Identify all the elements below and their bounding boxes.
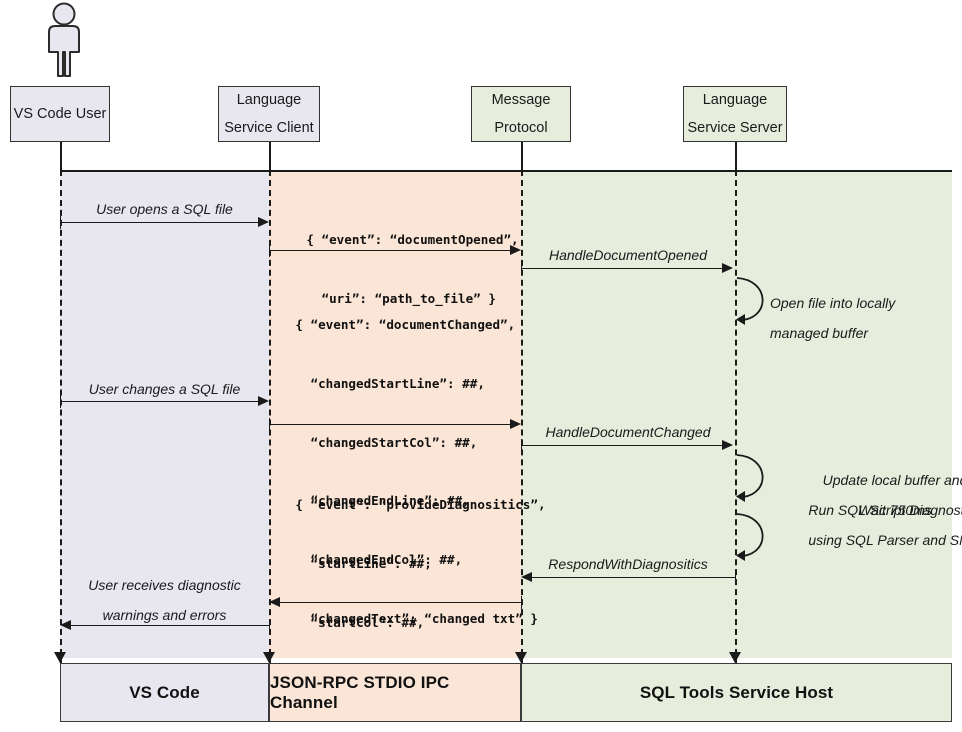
message-line-document-changed <box>269 424 512 425</box>
footer-vs-code[interactable]: VS Code <box>60 663 269 722</box>
message-arrowhead-right <box>722 262 733 273</box>
message-line-handle-document-changed <box>521 445 724 446</box>
message-line-user-changes-sql-file <box>60 401 260 402</box>
self-note-line1: Open file into locally <box>770 295 896 311</box>
footer-label: VS Code <box>129 682 200 702</box>
message-arrowhead-right <box>258 216 269 227</box>
stem-language-service-server <box>735 142 737 170</box>
message-line-document-opened <box>269 250 512 251</box>
message-line-user-receives-diagnostics <box>70 625 269 626</box>
payload-line: “uri”: “path_to_file” } <box>306 290 496 306</box>
lifeline-end-arrow-message-protocol <box>515 652 527 663</box>
participant-label-line2: Protocol <box>494 120 548 136</box>
payload-line: “changedEndLine”: ##, <box>295 493 470 509</box>
participant-vs-code-user[interactable]: VS Code User <box>10 86 110 142</box>
participant-label-line1: VS Code User <box>13 105 107 122</box>
stem-language-service-client <box>269 142 271 170</box>
actor-stick-figure <box>36 2 92 85</box>
message-label-user-opens-sql-file: User opens a SQL file <box>96 201 233 217</box>
self-note-open-file: Open file into locally managed buffer <box>770 288 962 348</box>
participant-language-service-client[interactable]: Language Service Client <box>218 86 320 142</box>
self-loop-run-diagnostics <box>735 508 779 569</box>
message-label-line2: warnings and errors <box>102 607 227 624</box>
self-note-line2: Wait 750ms <box>858 502 932 519</box>
self-note-line1: Update local buffer and <box>822 472 962 488</box>
payload-line: “changedText”: “changed txt” } <box>295 610 538 626</box>
message-head-tick <box>521 596 522 609</box>
participant-label-line1: Message <box>491 91 551 108</box>
message-line-diagnostics-to-client <box>279 602 521 603</box>
participant-message-protocol[interactable]: Message Protocol <box>471 86 571 142</box>
footer-label: JSON-RPC STDIO IPC Channel <box>270 672 450 712</box>
self-note-line2: using SQL Parser and SMO <box>808 532 962 549</box>
message-arrowhead-left <box>269 596 280 607</box>
payload-line: “changedStartLine”: ##, <box>295 375 485 391</box>
message-line-respond-with-diagnositics <box>531 577 735 578</box>
message-arrowhead-right <box>510 244 521 255</box>
band-json-rpc-channel <box>269 170 521 658</box>
payload-line: “changedStartCol”: ##, <box>295 434 478 450</box>
self-loop-update-buffer <box>735 449 779 510</box>
band-vs-code <box>60 170 269 658</box>
message-line-user-opens-sql-file <box>60 222 260 223</box>
message-label-user-changes-sql-file: User changes a SQL file <box>88 381 241 397</box>
self-note-line1: Run SQL Script Diagnostics <box>808 502 962 518</box>
message-arrowhead-left <box>521 571 532 582</box>
participant-label-line1: Language <box>702 91 768 108</box>
message-line-handle-document-opened <box>521 268 724 269</box>
message-label-handle-document-opened: HandleDocumentOpened <box>549 247 707 263</box>
lifeline-end-arrow-language-service-client <box>263 652 275 663</box>
participant-label-line2: Service Server <box>687 120 783 136</box>
message-arrowhead-right <box>722 439 733 450</box>
payload-document-changed: { “event”: “documentChanged”, “changedSt… <box>265 281 538 662</box>
message-arrowhead-right <box>258 395 269 406</box>
payload-provide-diagnositics: { “event”: “provideDiagnositics”, “start… <box>265 461 546 732</box>
payload-document-opened: { “event”: “documentOpened”, “uri”: “pat… <box>276 196 519 343</box>
payload-line: { “event”: “documentOpened”, <box>306 232 519 248</box>
self-loop-open-file <box>735 272 779 333</box>
message-arrowhead-right <box>510 418 521 429</box>
payload-line: { “event”: “documentChanged”, <box>295 317 516 333</box>
lifeline-language-service-server <box>735 170 737 665</box>
message-head-tick <box>269 619 270 632</box>
payload-line: “startLine”: ##, <box>295 555 432 571</box>
self-note-line2: managed buffer <box>770 325 869 342</box>
message-arrowhead-left <box>60 619 71 630</box>
message-label-user-receives-diagnostics: User receives diagnostic warnings and er… <box>60 570 269 630</box>
footer-label: SQL Tools Service Host <box>639 682 834 702</box>
participant-language-service-server[interactable]: Language Service Server <box>683 86 787 142</box>
footer-json-rpc-channel[interactable]: JSON-RPC STDIO IPC Channel <box>269 663 521 722</box>
participant-label-line2: Service Client <box>224 120 314 136</box>
message-head-tick <box>735 571 736 584</box>
self-note-run-diagnostics: Run SQL Script Diagnostics using SQL Par… <box>770 495 962 555</box>
stem-message-protocol <box>521 142 523 170</box>
lifeline-end-arrow-language-service-server <box>729 652 741 663</box>
message-label-line1: User receives diagnostic <box>88 577 241 593</box>
self-note-update-buffer: Update local buffer and Wait 750ms <box>770 465 962 525</box>
lifeline-message-protocol <box>521 170 523 665</box>
lifeline-vs-code-user <box>60 170 62 665</box>
message-label-handle-document-changed: HandleDocumentChanged <box>545 424 711 440</box>
message-label-respond-with-diagnositics: RespondWithDiagnositics <box>548 556 708 572</box>
band-top-border <box>60 170 952 172</box>
lifeline-end-arrow-vs-code-user <box>54 652 66 663</box>
lifeline-language-service-client <box>269 170 271 665</box>
participant-label-line1: Language <box>236 91 302 108</box>
payload-line: “startCol”: ##, <box>295 614 425 630</box>
footer-sql-tools-service-host[interactable]: SQL Tools Service Host <box>521 663 952 722</box>
payload-line: “changedEndCol”: ##, <box>295 551 463 567</box>
payload-line: { “event”: “provideDiagnositics”, <box>295 497 546 513</box>
stem-vs-code-user <box>60 142 62 170</box>
